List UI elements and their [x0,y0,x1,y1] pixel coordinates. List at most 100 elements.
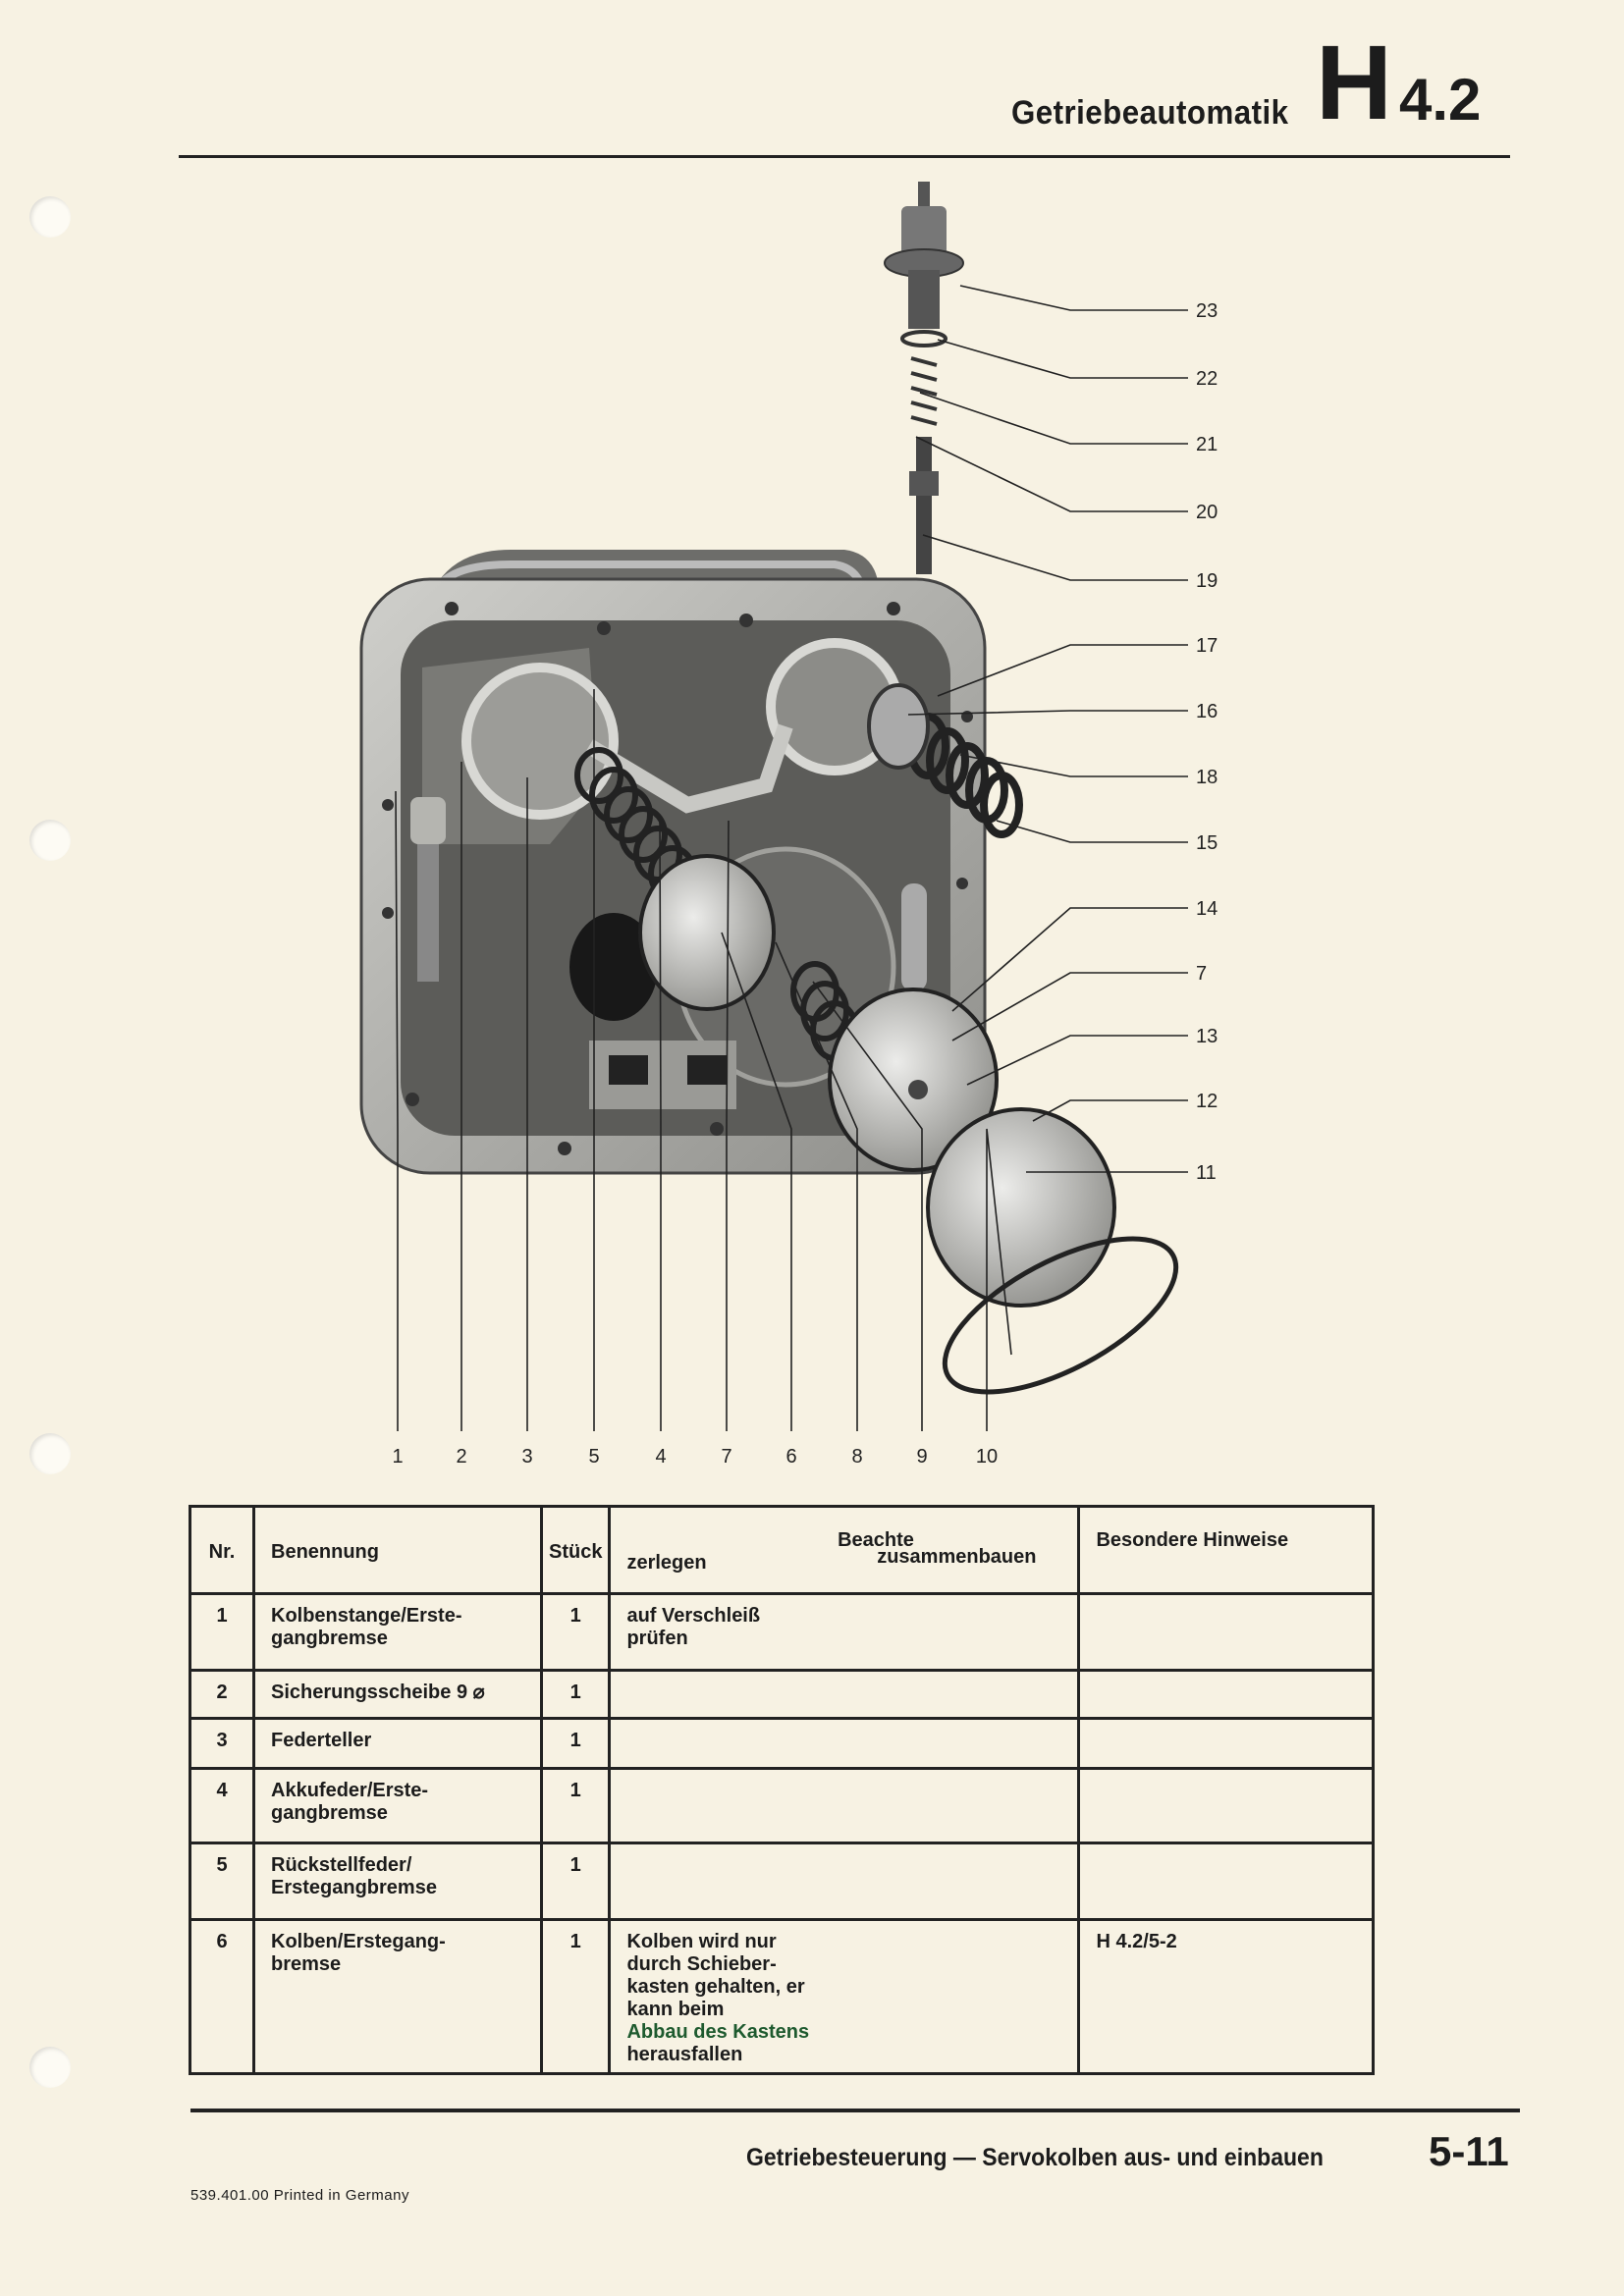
row-nr-text: 2 [216,1682,228,1703]
row-remarks [1077,1842,1375,1921]
col-disassemble: zerlegen [626,1552,707,1574]
row-disassemble-text: auf Verschleiß prüfen [626,1605,761,1649]
col-remarks: Besondere Hinweise [1077,1505,1375,1595]
row-qty: 1 [539,1717,612,1770]
row-qty: 1 [539,1842,612,1921]
parts-table: Nr. Benennung Stück Beachte zerlegen zus… [189,1505,1375,2075]
row-name: Kolbenstange/Erste-gangbremse [252,1592,543,1672]
col-note-group: Beachte zerlegen zusammenbauen [608,1505,1081,1595]
callout-label: 20 [1196,502,1218,523]
page-number: 5-11 [1429,2128,1509,2174]
callout-label: 4 [655,1446,666,1468]
leader-line [937,339,1188,379]
row-remarks-text: H 4.2/5-2 [1096,1931,1177,1952]
col-nr: Nr. [189,1505,255,1595]
row-nr: 1 [189,1592,255,1672]
row-disassemble [608,1842,1081,1921]
table-row: 4 Akkufeder/Erste-gangbremse 1 [189,1767,1375,1844]
row-name: Sicherungsscheibe 9 ⌀ [252,1669,543,1720]
leader-line [959,285,1188,311]
leader-line [812,981,923,1431]
row-disassemble [608,1717,1081,1770]
section-letter: H [1316,23,1392,141]
callout-label: 15 [1196,832,1218,854]
row-nr-text: 6 [216,1931,228,1952]
row-disassemble-extra: Abbau des Kastens [626,2021,810,2043]
row-remarks: H 4.2/5-2 [1077,1918,1375,2075]
row-qty-text: 1 [569,1730,581,1751]
leader-line [775,941,858,1431]
leader-line [721,932,792,1431]
leader-line [1032,1099,1188,1122]
leader-line [986,1128,1012,1431]
valve-stack [884,182,964,574]
row-name-text: Kolben/Erstegang-bremse [271,1931,446,1975]
callout-label: 23 [1196,300,1218,322]
leader-line [919,392,1188,445]
section-number: 4.2 [1399,67,1482,133]
callout-label: 11 [1196,1162,1217,1184]
row-name-text: Sicherungsscheibe 9 ⌀ [271,1682,485,1703]
row-name-text: Akkufeder/Erste-gangbremse [271,1780,429,1824]
callout-label: 21 [1196,434,1218,455]
col-qty: Stück [539,1505,612,1595]
row-qty-text: 1 [569,1931,581,1952]
callout-label: 3 [521,1446,532,1468]
callout-label: 17 [1196,635,1218,657]
row-remarks [1077,1669,1375,1720]
leader-line [951,907,1188,1012]
leader-line [726,820,730,1431]
leader-line [395,790,399,1431]
callout-label: 14 [1196,898,1218,920]
print-note: 539.401.00 Printed in Germany [190,2187,409,2204]
row-name: Rückstellfeder/ Erstegangbremse [252,1842,543,1921]
leader-line [907,710,1188,716]
callout-label: 6 [785,1446,796,1468]
callout-label: 2 [456,1446,466,1468]
row-disassemble-end: herausfallen [626,2044,743,2065]
leader-line [915,436,1188,512]
header-rule [179,155,1510,158]
row-qty-text: 1 [569,1682,581,1703]
row-remarks [1077,1717,1375,1770]
row-qty: 1 [539,1592,612,1672]
row-name: Akkufeder/Erste-gangbremse [252,1767,543,1844]
row-disassemble: auf Verschleiß prüfen [608,1592,1081,1672]
row-disassemble: Kolben wird nur durch Schieber-kasten ge… [608,1918,1081,2075]
footer-title: Getriebesteuerung — Servokolben aus- und… [746,2144,1324,2171]
row-name-text: Rückstellfeder/ Erstegangbremse [271,1854,437,1898]
row-disassemble-text: Kolben wird nur durch Schieber-kasten ge… [626,1931,805,2020]
row-nr-text: 5 [216,1854,228,1876]
row-qty-text: 1 [569,1854,581,1876]
callout-label: 5 [588,1446,599,1468]
table-row: 3 Federteller 1 [189,1717,1375,1770]
table-row: 2 Sicherungsscheibe 9 ⌀ 1 [189,1669,1375,1720]
table-header-row: Nr. Benennung Stück Beachte zerlegen zus… [189,1505,1375,1595]
row-qty-text: 1 [569,1780,581,1801]
footer-rule [190,2109,1520,2112]
section-title: Getriebeautomatik [1011,94,1289,132]
piston-assemblies [574,683,1179,1395]
row-qty: 1 [539,1767,612,1844]
callout-label: 13 [1196,1026,1218,1047]
row-nr: 6 [189,1918,255,2075]
row-qty: 1 [539,1918,612,2075]
leader-line [959,754,1188,777]
callout-label: 22 [1196,368,1218,390]
row-qty-text: 1 [569,1605,581,1627]
row-nr: 3 [189,1717,255,1770]
leader-line [937,644,1188,697]
callout-label: 7 [721,1446,731,1468]
callout-label: 16 [1196,701,1218,722]
leader-line [951,972,1188,1041]
table-row: 5 Rückstellfeder/ Erstegangbremse 1 [189,1842,1375,1921]
row-nr-text: 4 [216,1780,228,1801]
leader-line [659,820,662,1431]
punch-hole [29,1433,71,1474]
callout-label: 1 [392,1446,403,1468]
row-name-text: Federteller [271,1730,372,1751]
row-nr-text: 3 [216,1730,228,1751]
